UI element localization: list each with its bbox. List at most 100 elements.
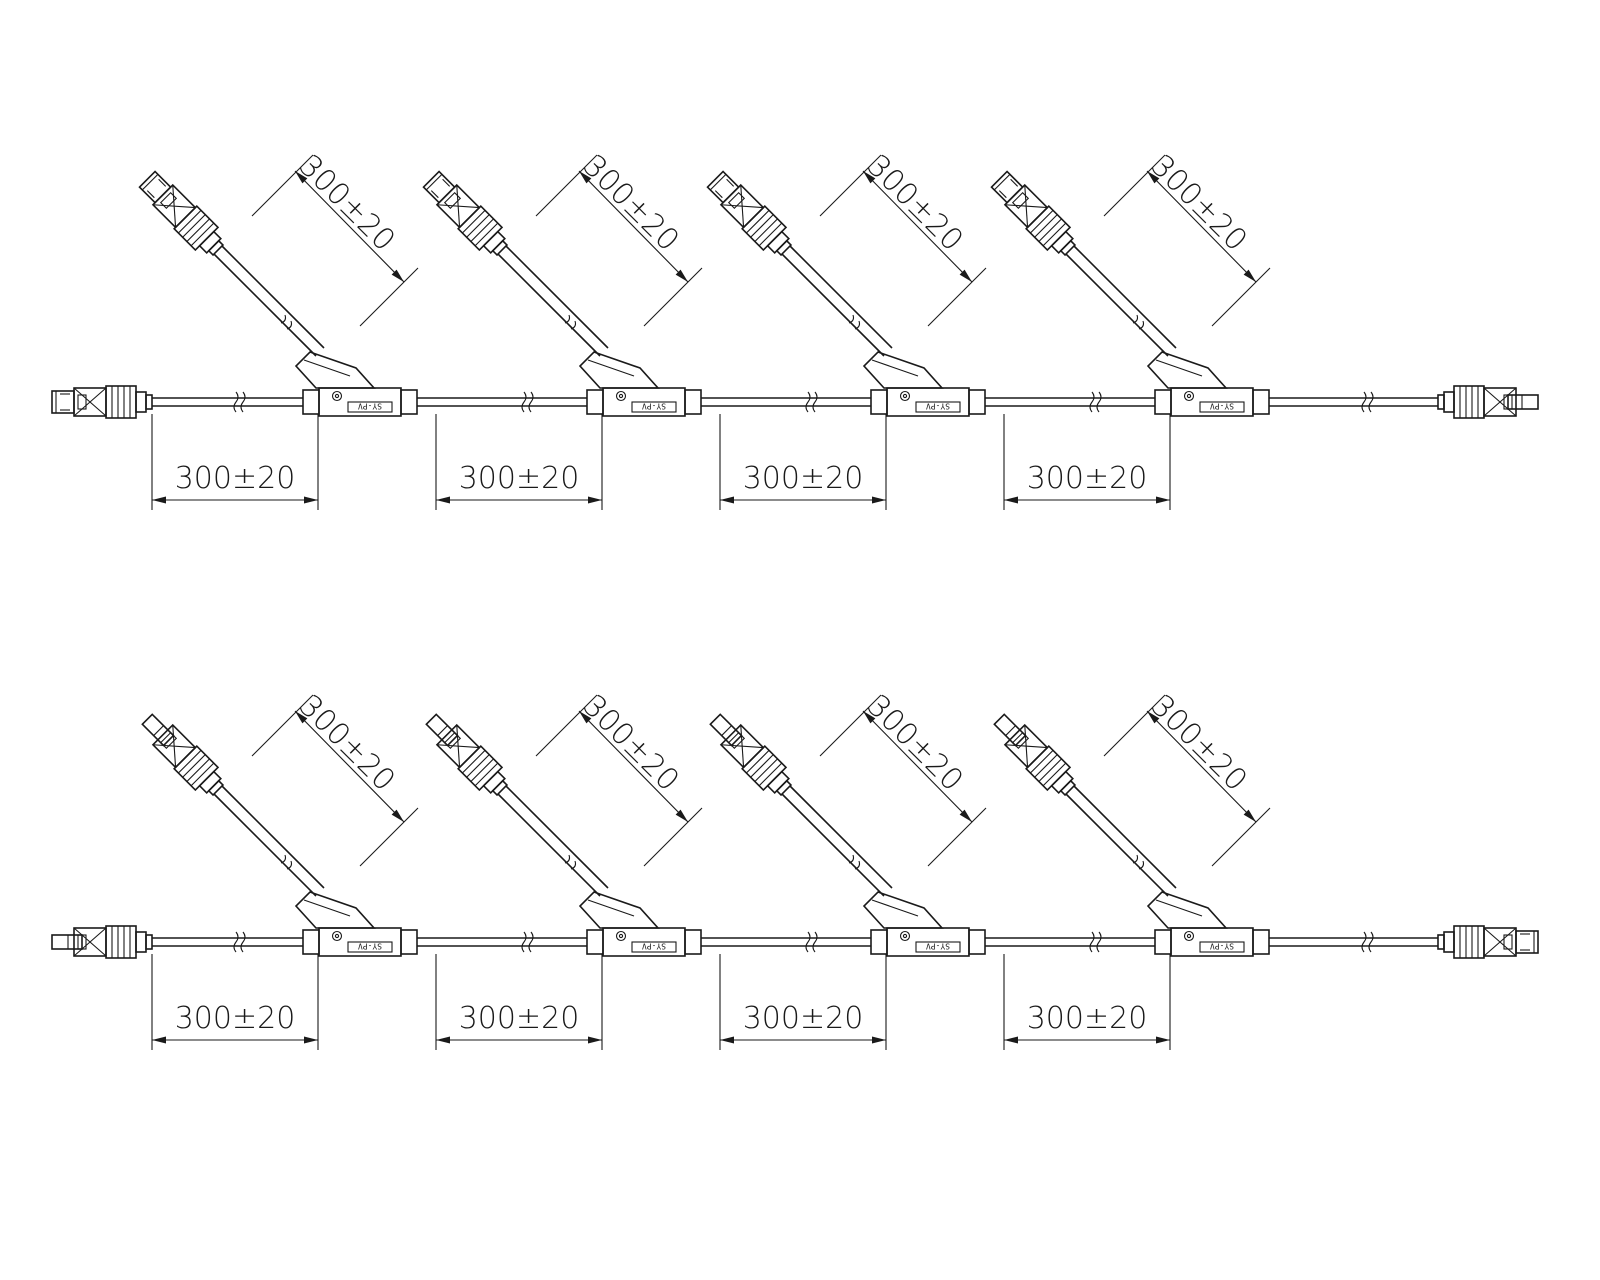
branch-cable: [1065, 785, 1177, 897]
y-branch-junction: SY-PV: [294, 351, 418, 417]
segment-dimension: 300±20: [435, 954, 603, 1050]
branch-dimension-label: 300±20: [860, 148, 970, 258]
y-branch-junction: SY-PV: [578, 351, 702, 417]
lower-branch-assembly: SY-PV300±20300±20SY-PV300±20300±20SY-PV3…: [51, 688, 1539, 1050]
segment-dimension-label: 300±20: [459, 461, 580, 496]
segment-dimension: 300±20: [1003, 954, 1171, 1050]
branch-boot: [1146, 891, 1228, 929]
branch-dimension: 300±20: [535, 688, 703, 867]
branch-boot: [294, 891, 376, 929]
cable-break-mark: [1361, 391, 1374, 413]
branch-dimension: 300±20: [819, 148, 987, 327]
branch-cable: [781, 245, 893, 357]
branch-boot: [862, 351, 944, 389]
junction-hole: [615, 930, 627, 942]
branch-female-connector: [706, 170, 793, 257]
branch-dimension-label: 300±20: [1144, 688, 1254, 798]
branch-cable: [497, 785, 609, 897]
brand-label: SY-PV: [358, 942, 382, 951]
segment-dimension-label: 300±20: [1027, 461, 1148, 496]
brand-label: SY-PV: [358, 402, 382, 411]
y-branch-junction: SY-PV: [578, 891, 702, 957]
brand-plate: [631, 941, 677, 953]
branch-dimension-label: 300±20: [292, 148, 402, 258]
brand-plate: [1199, 941, 1245, 953]
branch-boot: [578, 351, 660, 389]
branch-dimension: 300±20: [1103, 688, 1271, 867]
junction-hole: [331, 930, 343, 942]
brand-label: SY-PV: [926, 942, 950, 951]
segment-dimension: 300±20: [719, 414, 887, 510]
cable-break-mark: [805, 931, 818, 953]
branch-dimension-label: 300±20: [576, 688, 686, 798]
brand-plate: [347, 941, 393, 953]
branch-female-connector: [138, 170, 225, 257]
cable-break-mark: [233, 931, 246, 953]
y-branch-junction: SY-PV: [862, 351, 986, 417]
cable-break-mark: [521, 931, 534, 953]
cable-break-mark: [1089, 391, 1102, 413]
branch-dimension: 300±20: [535, 148, 703, 327]
junction-hole: [1183, 390, 1195, 402]
brand-label: SY-PV: [1210, 402, 1234, 411]
left-end-male-connector: [51, 925, 153, 959]
branch-dimension-label: 300±20: [860, 688, 970, 798]
branch-boot: [862, 891, 944, 929]
y-branch-junction: SY-PV: [294, 891, 418, 957]
segment-dimension-label: 300±20: [459, 1001, 580, 1036]
junction-hole: [899, 390, 911, 402]
segment-dimension: 300±20: [151, 414, 319, 510]
brand-label: SY-PV: [926, 402, 950, 411]
segment-dimension: 300±20: [719, 954, 887, 1050]
cable-break-mark: [1089, 931, 1102, 953]
segment-dimension-label: 300±20: [743, 1001, 864, 1036]
y-branch-junction: SY-PV: [862, 891, 986, 957]
brand-plate: [915, 941, 961, 953]
branch-boot: [294, 351, 376, 389]
segment-dimension: 300±20: [1003, 414, 1171, 510]
branch-male-connector: [425, 713, 509, 797]
brand-plate: [347, 401, 393, 413]
branch-dimension-label: 300±20: [292, 688, 402, 798]
branch-male-connector: [709, 713, 793, 797]
left-end-female-connector: [51, 385, 153, 419]
branch-dimension: 300±20: [251, 688, 419, 867]
brand-label: SY-PV: [642, 402, 666, 411]
junction-hole: [899, 930, 911, 942]
branch-dimension: 300±20: [1103, 148, 1271, 327]
branch-dimension: 300±20: [819, 688, 987, 867]
branch-cable: [781, 785, 893, 897]
branch-dimension-label: 300±20: [576, 148, 686, 258]
upper-branch-assembly: SY-PV300±20300±20SY-PV300±20300±20SY-PV3…: [51, 148, 1539, 510]
cable-break-mark: [805, 391, 818, 413]
right-end-female-connector: [1437, 925, 1539, 959]
cable-break-mark: [1361, 931, 1374, 953]
branch-cable: [1065, 245, 1177, 357]
junction-hole: [1183, 930, 1195, 942]
branch-cable: [497, 245, 609, 357]
y-branch-junction: SY-PV: [1146, 351, 1270, 417]
segment-dimension-label: 300±20: [175, 461, 296, 496]
branch-cable: [213, 785, 325, 897]
y-branch-junction: SY-PV: [1146, 891, 1270, 957]
branch-female-connector: [422, 170, 509, 257]
branch-dimension: 300±20: [251, 148, 419, 327]
segment-dimension: 300±20: [151, 954, 319, 1050]
segment-dimension-label: 300±20: [175, 1001, 296, 1036]
branch-male-connector: [993, 713, 1077, 797]
right-end-male-connector: [1437, 385, 1539, 419]
segment-dimension-label: 300±20: [1027, 1001, 1148, 1036]
segment-dimension-label: 300±20: [743, 461, 864, 496]
segment-dimension: 300±20: [435, 414, 603, 510]
brand-plate: [631, 401, 677, 413]
branch-cable: [213, 245, 325, 357]
cable-break-mark: [521, 391, 534, 413]
brand-plate: [1199, 401, 1245, 413]
brand-plate: [915, 401, 961, 413]
branch-dimension-label: 300±20: [1144, 148, 1254, 258]
branch-female-connector: [990, 170, 1077, 257]
branch-male-connector: [141, 713, 225, 797]
junction-hole: [615, 390, 627, 402]
brand-label: SY-PV: [1210, 942, 1234, 951]
